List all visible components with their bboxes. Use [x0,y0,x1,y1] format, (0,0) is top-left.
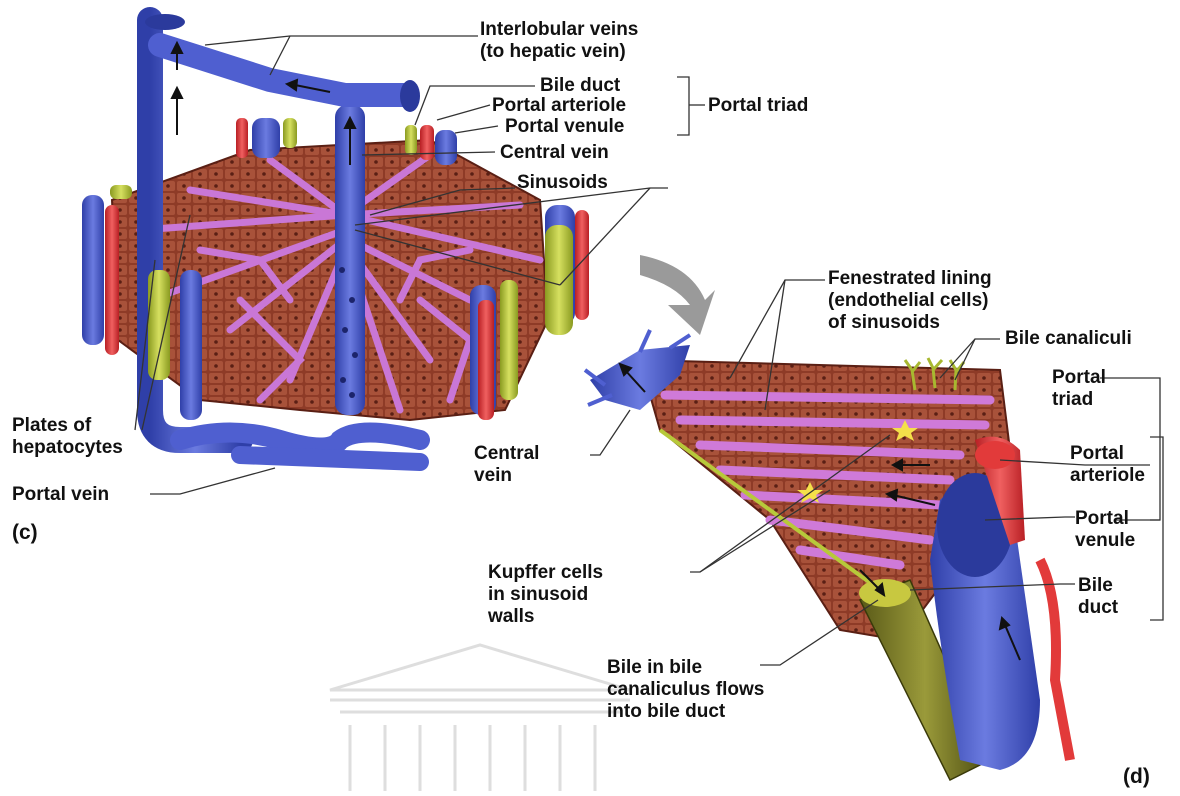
vein-opening-top [145,14,185,30]
portal-arteriole-opening [975,441,1015,469]
label-central-vein-c: Central vein [500,142,609,164]
label-portal-triad-c: Portal triad [708,95,808,117]
label-portal-triad-d: Portal triad [1052,367,1106,411]
label-bile-duct-c: Bile duct [540,75,620,97]
interlobular-branch [160,45,405,95]
label-portal-venule-d: Portal venule [1075,508,1135,552]
panel-tag-c: (c) [12,522,38,544]
label-bile-canaliculi: Bile canaliculi [1005,328,1132,350]
bile-canaliculi-branches [905,358,964,390]
label-interlobular-veins: Interlobular veins (to hepatic vein) [480,19,638,63]
label-plates-of-hepatocytes: Plates of hepatocytes [12,415,123,459]
label-portal-vein: Portal vein [12,484,109,506]
label-kupffer-cells: Kupffer cells in sinusoid walls [488,562,603,628]
watermark-building [330,645,630,791]
label-sinusoids: Sinusoids [517,172,608,194]
vein-opening-right [400,80,420,112]
label-bile-flow: Bile in bile canaliculus flows into bile… [607,657,764,723]
portal-vein-lower [240,455,420,462]
panel-tag-d: (d) [1123,766,1150,788]
label-portal-venule-c: Portal venule [505,116,624,138]
label-portal-arteriole-c: Portal arteriole [492,95,626,117]
label-bile-duct-d: Bile duct [1078,575,1118,619]
label-portal-arteriole-d: Portal arteriole [1070,443,1145,487]
label-central-vein-d: Central vein [474,443,539,487]
bile-duct-opening [859,579,911,607]
label-fenestrated-lining: Fenestrated lining (endothelial cells) o… [828,268,992,334]
panel-c-illustration [82,14,589,462]
zoom-transition-arrow [640,255,715,335]
arteriole-branch [1040,560,1070,760]
